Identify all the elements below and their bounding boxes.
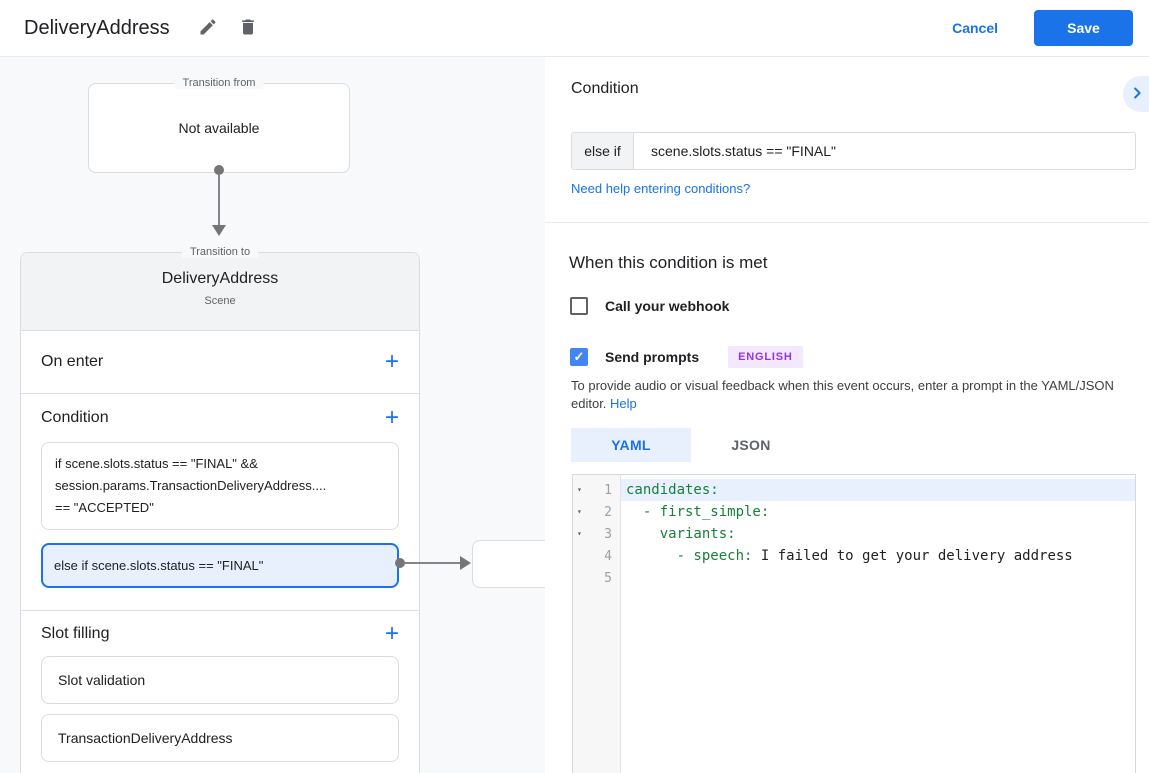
transition-from-node[interactable]: Transition from Not available bbox=[88, 77, 350, 173]
transition-from-label: Transition from bbox=[174, 77, 264, 89]
yaml-key: - speech: bbox=[626, 548, 753, 564]
connector-horizontal-line bbox=[404, 562, 461, 564]
transaction-delivery-address-item[interactable]: TransactionDeliveryAddress bbox=[41, 714, 399, 762]
when-condition-met-heading: When this condition is met bbox=[569, 253, 768, 272]
trash-icon bbox=[238, 17, 258, 40]
yaml-code-editor: ▾ 1 ▾ 2 ▾ 3 4 5 bbox=[572, 474, 1136, 773]
slot-filling-header: Slot filling + bbox=[41, 611, 399, 656]
language-badge: ENGLISH bbox=[728, 346, 803, 368]
webhook-label: Call your webhook bbox=[605, 298, 730, 314]
main-area: Transition from Not available Transition… bbox=[0, 57, 1149, 773]
add-condition-button[interactable]: + bbox=[385, 406, 399, 430]
line-number: 3 bbox=[604, 526, 612, 542]
save-button[interactable]: Save bbox=[1034, 10, 1133, 46]
fold-arrow-icon[interactable]: ▾ bbox=[577, 529, 582, 538]
code-line[interactable]: - first_simple: bbox=[621, 501, 1135, 523]
code-line[interactable]: candidates: bbox=[621, 479, 1135, 501]
add-on-enter-button[interactable]: + bbox=[385, 350, 399, 374]
scene-card: Transition to DeliveryAddress Scene On e… bbox=[20, 246, 420, 773]
condition-section-header: Condition + bbox=[41, 394, 399, 442]
yaml-key: - first_simple: bbox=[626, 504, 770, 520]
check-icon: ✓ bbox=[573, 349, 585, 364]
line-number: 4 bbox=[604, 548, 612, 564]
section-divider bbox=[545, 222, 1149, 223]
gutter-row: 5 bbox=[573, 567, 620, 589]
code-line[interactable]: variants: bbox=[621, 523, 1135, 545]
yaml-key: candidates: bbox=[626, 482, 719, 498]
condition-section: Condition + if scene.slots.status == "FI… bbox=[21, 394, 419, 611]
condition-expression-input[interactable]: scene.slots.status == "FINAL" bbox=[651, 143, 837, 159]
connector-dot-top bbox=[214, 165, 224, 175]
gutter-row: 4 bbox=[573, 545, 620, 567]
editor-format-tabs: YAML JSON bbox=[571, 428, 811, 462]
chevron-right-icon bbox=[1128, 84, 1146, 105]
if-condition-item[interactable]: if scene.slots.status == "FINAL" && sess… bbox=[41, 442, 399, 530]
edit-title-button[interactable] bbox=[196, 16, 220, 40]
gutter-row: ▾ 2 bbox=[573, 501, 620, 523]
line-number: 2 bbox=[604, 504, 612, 520]
transition-from-content: Not available bbox=[178, 120, 260, 136]
gutter-row: ▾ 1 bbox=[573, 479, 620, 501]
condition-section-label: Condition bbox=[41, 409, 109, 426]
plus-icon: + bbox=[384, 619, 399, 647]
help-link[interactable]: Help bbox=[610, 395, 637, 411]
line-number: 5 bbox=[604, 570, 612, 586]
arrow-down-icon bbox=[212, 225, 226, 236]
editor-code-area[interactable]: candidates: - first_simple: variants: - … bbox=[621, 475, 1135, 773]
transition-to-label: Transition to bbox=[181, 246, 259, 258]
yaml-key: variants: bbox=[626, 526, 736, 542]
send-prompts-label: Send prompts bbox=[605, 349, 700, 365]
webhook-checkbox-unchecked[interactable] bbox=[570, 297, 588, 315]
condition-prefix: else if bbox=[572, 133, 634, 169]
slot-filling-label: Slot filling bbox=[41, 624, 110, 642]
condition-input-group: else if scene.slots.status == "FINAL" bbox=[571, 132, 1136, 170]
flow-diagram-panel: Transition from Not available Transition… bbox=[0, 57, 545, 773]
slot-filling-section: Slot filling + Slot validation Transacti… bbox=[21, 611, 419, 762]
prompt-hint-text: To provide audio or visual feedback when… bbox=[571, 377, 1149, 412]
on-enter-label: On enter bbox=[41, 353, 104, 370]
slot-validation-item[interactable]: Slot validation bbox=[41, 656, 399, 704]
else-if-condition-item-selected[interactable]: else if scene.slots.status == "FINAL" bbox=[41, 543, 399, 588]
connector-dot-elseif bbox=[395, 558, 405, 568]
tab-json[interactable]: JSON bbox=[691, 428, 811, 462]
delete-scene-button[interactable] bbox=[236, 16, 260, 40]
transition-target-node[interactable] bbox=[472, 540, 545, 588]
line-number: 1 bbox=[604, 482, 612, 498]
code-line[interactable] bbox=[621, 567, 1135, 589]
fold-arrow-icon[interactable]: ▾ bbox=[577, 485, 582, 494]
condition-heading: Condition bbox=[571, 80, 639, 97]
conditions-help-link[interactable]: Need help entering conditions? bbox=[571, 181, 751, 196]
yaml-value: I failed to get your delivery address bbox=[752, 548, 1073, 564]
arrow-right-icon bbox=[460, 556, 471, 570]
pencil-icon bbox=[198, 17, 218, 40]
code-line[interactable]: - speech: I failed to get your delivery … bbox=[621, 545, 1135, 567]
plus-icon: + bbox=[384, 404, 399, 431]
cancel-button[interactable]: Cancel bbox=[952, 20, 998, 36]
prompt-hint-body: To provide audio or visual feedback when… bbox=[571, 378, 1114, 411]
scene-name: DeliveryAddress bbox=[161, 270, 279, 287]
on-enter-row: On enter + bbox=[21, 331, 419, 394]
send-prompts-row[interactable]: ✓ Send prompts ENGLISH bbox=[570, 346, 803, 368]
connector-vertical-line bbox=[218, 174, 220, 226]
tab-yaml[interactable]: YAML bbox=[571, 428, 691, 462]
add-slot-button[interactable]: + bbox=[385, 621, 399, 645]
call-webhook-row[interactable]: Call your webhook bbox=[570, 297, 729, 315]
top-bar: DeliveryAddress Cancel Save bbox=[0, 0, 1149, 57]
scene-type-label: Scene bbox=[204, 295, 236, 307]
editor-gutter: ▾ 1 ▾ 2 ▾ 3 4 5 bbox=[573, 475, 621, 773]
send-prompts-checkbox-checked[interactable]: ✓ bbox=[570, 348, 588, 366]
plus-icon: + bbox=[384, 348, 399, 375]
fold-arrow-icon[interactable]: ▾ bbox=[577, 507, 582, 516]
scene-card-header[interactable]: DeliveryAddress Scene bbox=[21, 253, 419, 331]
condition-editor-panel: Condition else if scene.slots.status == … bbox=[545, 57, 1149, 773]
page-title: DeliveryAddress bbox=[24, 16, 170, 39]
collapse-panel-button[interactable] bbox=[1123, 76, 1149, 112]
gutter-row: ▾ 3 bbox=[573, 523, 620, 545]
